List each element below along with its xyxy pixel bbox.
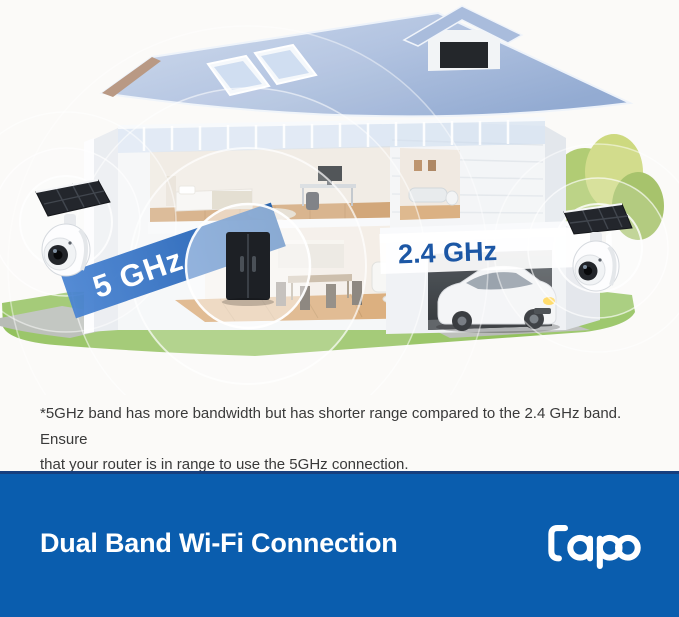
dining-table [288,274,352,283]
skylight [206,54,271,97]
security-camera-left [35,179,111,277]
car-headlight [543,297,555,305]
pillow [178,185,196,195]
tapo-letter-o [614,534,641,561]
desk-chair [306,192,319,210]
bathroom-cutaway [400,148,460,220]
house-illustration: 5 GHz 2.4 GHz [0,5,664,356]
towel [428,160,436,171]
dining-chair [326,284,336,308]
car-grille [534,308,551,314]
dining-chair [352,281,362,305]
brand-banner: Dual Band Wi-Fi Connection [0,471,679,617]
skylight [253,43,318,86]
roof-fascia-left [102,57,161,97]
camera-led [68,241,72,245]
ribbon-5ghz: 5 GHz [60,202,286,319]
right-side-wall [545,126,566,232]
footnote: *5GHz band has more bandwidth but has sh… [40,401,650,478]
label-24ghz: 2.4 GHz [398,236,498,269]
dormer-roof [402,5,524,47]
desk [300,184,356,188]
tapo-logo [548,524,641,569]
footnote-line-1: *5GHz band has more bandwidth but has sh… [40,405,622,448]
monitor [318,166,342,181]
footnote-line-2: that your router is in range to use the … [40,456,409,473]
dormer-window [440,42,488,68]
upper-floor-room [150,146,390,226]
band-24ghz: 2.4 GHz [379,225,613,275]
router-bubble [184,202,312,330]
dining-chair [300,286,310,310]
security-camera-right [563,203,633,292]
dormer [402,5,524,71]
router [222,232,274,306]
balcony-railing [118,117,545,153]
right-wing-wall [390,120,566,238]
tapo-letter-t [548,524,569,561]
towel [414,160,422,171]
banner-title: Dual Band Wi-Fi Connection [40,528,398,558]
dining-chair [276,282,286,306]
toilet [445,190,459,206]
camera-led [598,258,602,262]
roof [99,5,634,118]
